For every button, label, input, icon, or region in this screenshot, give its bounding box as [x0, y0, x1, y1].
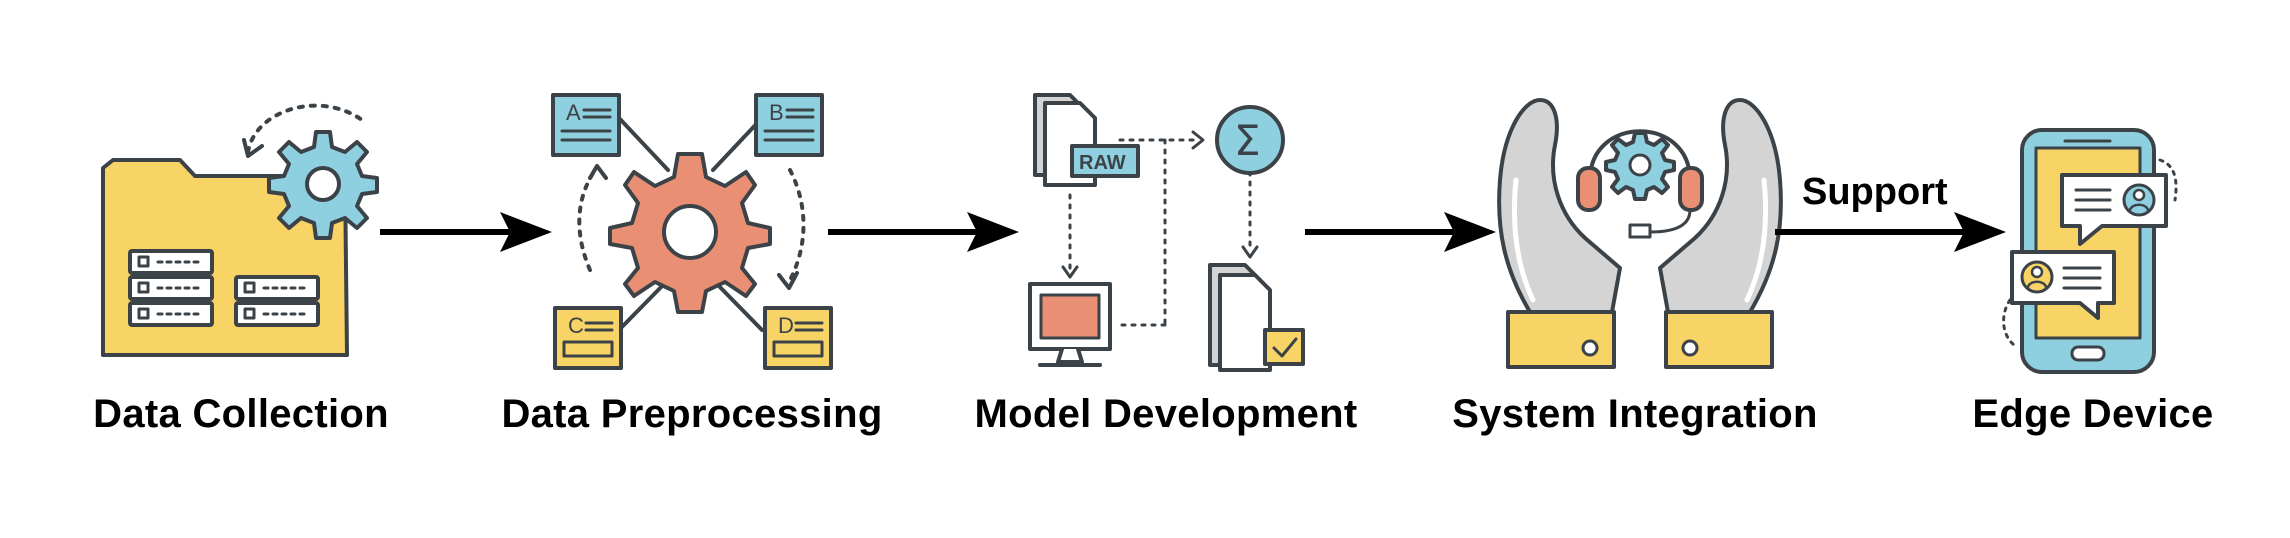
stage-label-data-collection: Data Collection — [93, 392, 389, 436]
user-avatar-icon — [2122, 183, 2156, 217]
card-letter: C — [568, 313, 584, 338]
document-card-a: A — [551, 93, 621, 157]
left-cuff — [1506, 310, 1616, 369]
stage-label-model-development: Model Development — [974, 392, 1358, 436]
sigma-icon: Σ — [1215, 105, 1285, 175]
stage-label-edge-device: Edge Device — [1972, 392, 2214, 436]
card-letter: B — [769, 100, 784, 125]
arrow-collection-to-preprocessing — [380, 212, 552, 252]
support-label: Support — [1802, 171, 1948, 213]
server-stack-icon — [128, 249, 320, 327]
model-development-icon: RAW Σ — [1028, 93, 1305, 372]
edge-device-icon — [2002, 128, 2178, 374]
sigma-glyph: Σ — [1234, 116, 1261, 165]
data-collection-icon — [101, 103, 379, 357]
system-integration-icon — [1497, 98, 1783, 369]
raw-tag: RAW — [1079, 152, 1126, 174]
left-hand-icon — [1497, 98, 1622, 314]
document-card-d: D — [763, 306, 833, 370]
arrow-model-to-integration — [1305, 212, 1496, 252]
document-card-b: B — [754, 93, 824, 157]
user-avatar-icon — [2020, 260, 2054, 294]
data-preprocessing-icon: A B C D — [551, 93, 833, 370]
card-letter: A — [566, 100, 581, 125]
gear-icon — [608, 152, 772, 314]
headset-icon — [1576, 129, 1704, 239]
stage-label-system-integration: System Integration — [1452, 392, 1818, 436]
checked-file-icon — [1208, 263, 1305, 372]
refresh-arrow-icon — [246, 103, 364, 154]
flow-arrows — [380, 212, 2006, 252]
chat-bubble-icon — [2060, 173, 2168, 246]
monitor-icon — [1028, 282, 1112, 367]
arrow-integration-to-edge — [1775, 212, 2006, 252]
stage-label-data-preprocessing: Data Preprocessing — [501, 392, 883, 436]
right-hand-icon — [1658, 98, 1783, 314]
gear-icon — [1604, 131, 1676, 201]
gear-icon — [267, 130, 379, 240]
document-card-c: C — [553, 306, 623, 370]
card-letter: D — [778, 313, 794, 338]
arrow-preprocessing-to-model — [828, 212, 1019, 252]
right-cuff — [1664, 310, 1774, 369]
raw-file-icon: RAW — [1033, 93, 1140, 187]
chat-bubble-icon — [2010, 250, 2116, 320]
